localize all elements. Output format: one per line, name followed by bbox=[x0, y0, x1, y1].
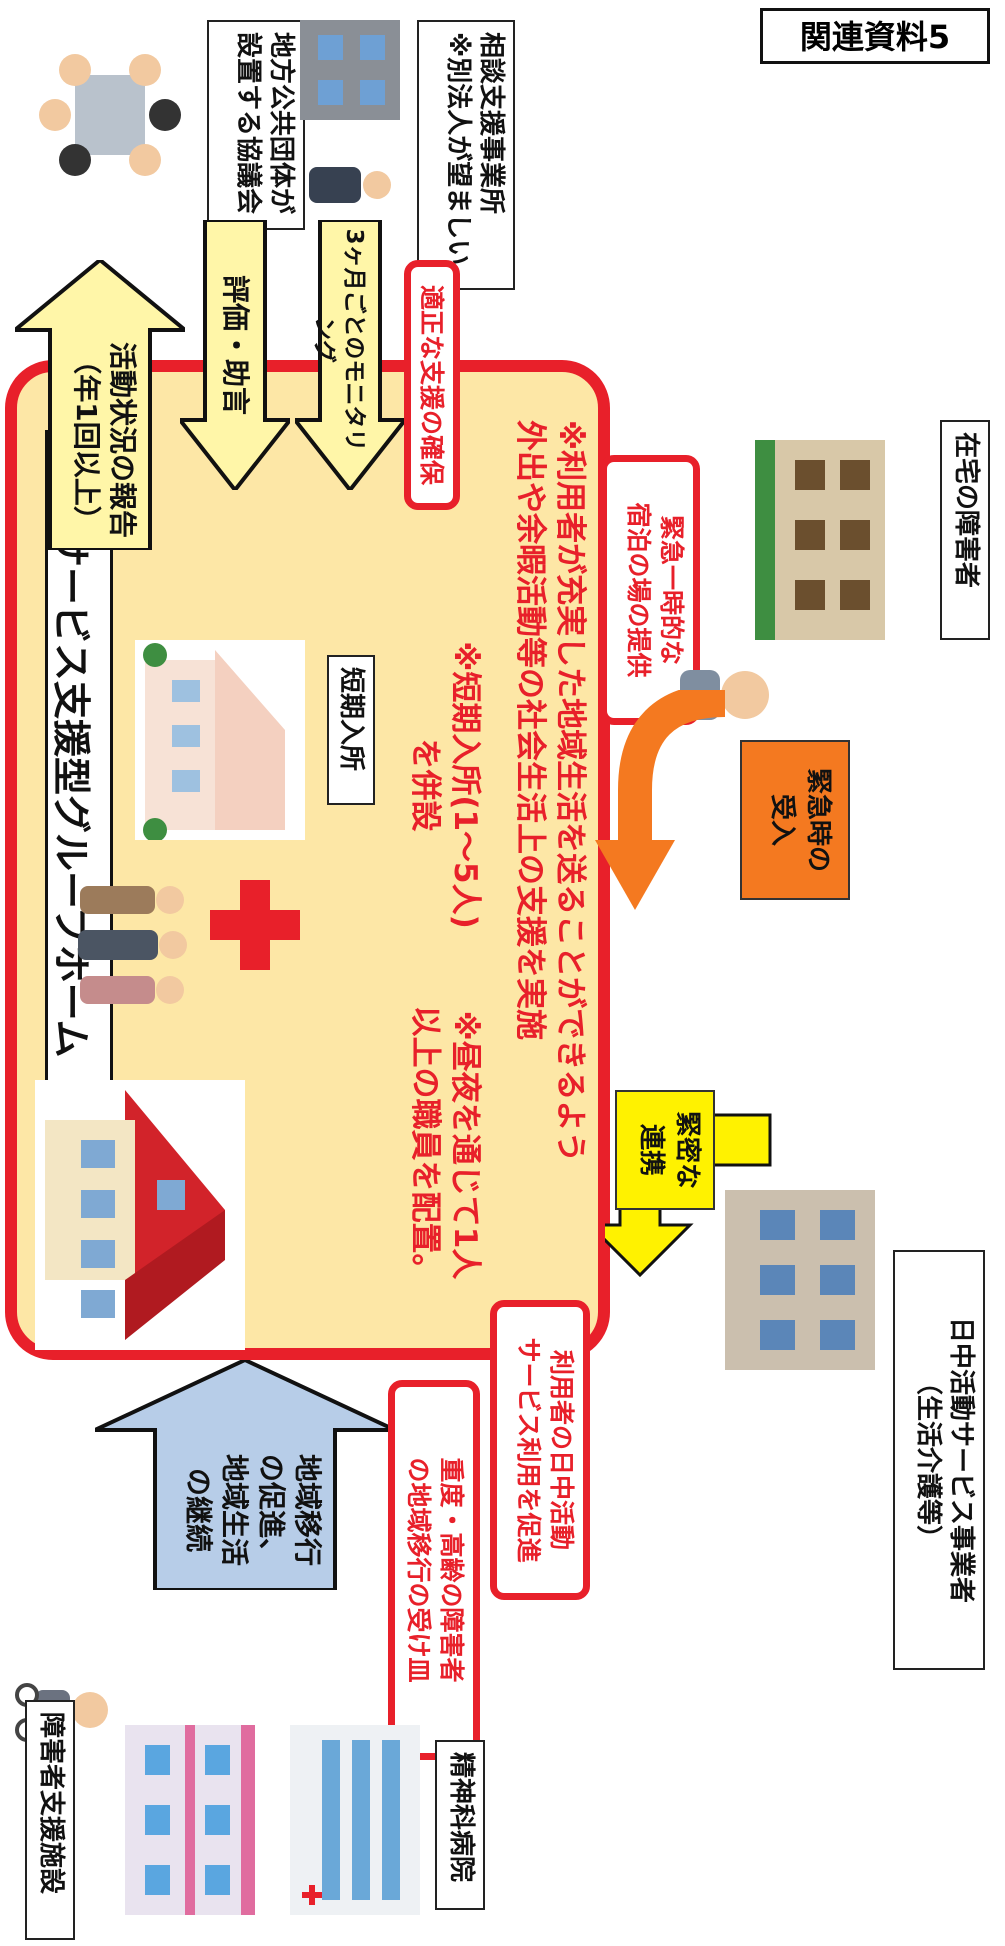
transition-arrow-line1: 地域移行 bbox=[291, 1453, 324, 1566]
council-meeting-icon bbox=[39, 54, 181, 176]
day-service-building-icon bbox=[725, 1190, 875, 1370]
short-stay-label: 短期入所 bbox=[327, 655, 375, 805]
report-arrow-icon bbox=[15, 260, 185, 550]
short-stay-house-icon bbox=[135, 640, 305, 840]
consult-office-label-line2: ※別法人が望ましい bbox=[443, 32, 474, 266]
proper-support-label: 適正な支援の確保 bbox=[404, 260, 460, 510]
day-service-line2: （生活介護等） bbox=[913, 1368, 944, 1551]
consult-office-icon bbox=[300, 20, 400, 120]
day-service-line1: 日中活動サービス事業者 bbox=[946, 1316, 976, 1603]
staffing-note: ※昼夜を通じて1人 以上の職員を配置。 bbox=[404, 930, 485, 1360]
receiver-line1: 重度・高齢の障害者 bbox=[437, 1457, 466, 1683]
monitoring-arrow-icon bbox=[295, 220, 405, 490]
transition-arrow-text: 地域移行 の促進、 地域生活 の継続 bbox=[179, 1440, 325, 1580]
short-stay-note-line1: ※短期入所(1〜5人) bbox=[447, 641, 483, 929]
promote-day-service-line1: 利用者の日中活動 bbox=[547, 1349, 576, 1550]
consult-person-icon bbox=[309, 167, 391, 203]
hospital-icon bbox=[290, 1725, 420, 1915]
transition-arrow-line2: の促進、 bbox=[254, 1453, 288, 1566]
group-home-house-icon bbox=[35, 1080, 245, 1350]
transition-arrow-icon bbox=[95, 1360, 395, 1590]
promote-day-service-line2: サービス利用を促進 bbox=[514, 1337, 544, 1563]
close-link-line1: 緊密な bbox=[672, 1110, 702, 1189]
receiver-label: 重度・高齢の障害者 の地域移行の受け皿 bbox=[388, 1380, 480, 1760]
evaluation-arrow-text: 評価・助言 bbox=[219, 274, 252, 415]
report-arrow-line1: 活動状況の報告 bbox=[106, 341, 139, 538]
community-life-note-line2: 外出や余暇活動等の社会生活上の支援を実施 bbox=[511, 420, 548, 1040]
emergency-arrow-icon bbox=[595, 690, 726, 910]
support-facility-label: 障害者支援施設 bbox=[25, 1700, 75, 1940]
council-label-line2: 設置する協議会 bbox=[233, 32, 264, 215]
receiver-line2: の地域移行の受け皿 bbox=[404, 1457, 434, 1683]
staff-people-icon bbox=[78, 886, 187, 1004]
report-arrow-line2: （年1回以上） bbox=[69, 346, 103, 534]
promote-day-service-label: 利用者の日中活動 サービス利用を促進 bbox=[490, 1300, 590, 1600]
close-link-box: 緊密な 連携 bbox=[615, 1090, 715, 1210]
report-arrow-text: 活動状況の報告 （年1回以上） bbox=[67, 330, 140, 550]
council-label: 地方公共団体が 設置する協議会 bbox=[207, 20, 305, 230]
staffing-note-line2: 以上の職員を配置。 bbox=[406, 1005, 443, 1285]
home-building-icon bbox=[755, 440, 885, 640]
emergency-accept-box: 緊急時の 受入 bbox=[740, 740, 850, 900]
emergency-accept-line1: 緊急時の bbox=[803, 767, 833, 872]
short-stay-note: ※短期入所(1〜5人) を併設 bbox=[404, 640, 485, 930]
close-link-line2: 連携 bbox=[635, 1123, 666, 1176]
emergency-accept-line2: 受入 bbox=[766, 793, 797, 846]
consult-office-label: 相談支援事業所 ※別法人が望ましい bbox=[417, 20, 515, 290]
short-stay-note-line2: を併設 bbox=[406, 738, 443, 832]
monitoring-arrow-text: 3ヶ月ごとのモニタリング bbox=[311, 228, 367, 452]
plus-icon bbox=[210, 880, 300, 970]
evaluation-arrow-icon bbox=[180, 220, 290, 490]
transition-arrow-line4: の継続 bbox=[181, 1467, 215, 1552]
staffing-note-line1: ※昼夜を通じて1人 bbox=[447, 1010, 483, 1280]
council-label-line1: 地方公共団体が bbox=[266, 32, 296, 215]
day-service-label: 日中活動サービス事業者 （生活介護等） bbox=[893, 1250, 985, 1670]
support-facility-icon bbox=[125, 1725, 255, 1915]
consult-office-label-line1: 相談支援事業所 bbox=[476, 32, 506, 215]
home-disabled-label: 在宅の障害者 bbox=[940, 420, 990, 640]
transition-arrow-line3: 地域生活 bbox=[218, 1453, 252, 1566]
emergency-stay-line2: 宿泊の場の提供 bbox=[624, 502, 654, 678]
doc-label: 関連資料5 bbox=[760, 8, 990, 64]
hospital-label: 精神科病院 bbox=[435, 1740, 485, 1910]
